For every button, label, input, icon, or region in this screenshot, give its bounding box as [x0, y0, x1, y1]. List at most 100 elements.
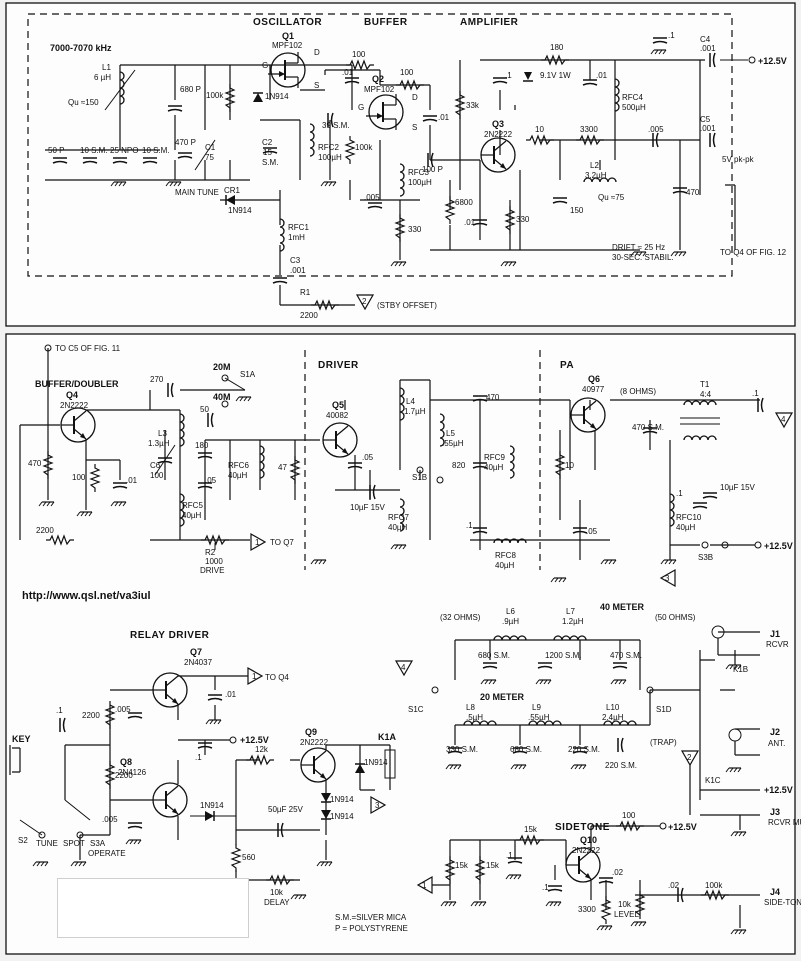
blank-overlay-box — [57, 878, 249, 938]
r330-a: 330 — [408, 225, 422, 234]
r47: 47 — [278, 463, 287, 472]
cap-05-b: .05 — [362, 453, 374, 462]
l3-name: L3 — [158, 429, 167, 438]
rfc2-name: RFC2 — [318, 143, 339, 152]
trap-label: (TRAP) — [650, 738, 677, 747]
q10-type: 2N2222 — [572, 846, 601, 855]
q8-name: Q8 — [120, 757, 132, 767]
tune-label: TUNE — [36, 839, 58, 848]
q4-name: Q4 — [66, 390, 78, 400]
r100-d: 100 — [622, 811, 636, 820]
amplifier-title: AMPLIFIER — [460, 17, 519, 28]
q2-d: D — [412, 93, 418, 102]
tag-1: 1 — [255, 538, 260, 547]
rfc8-value: 40µH — [495, 561, 515, 570]
rfc10-value: 40µH — [676, 523, 696, 532]
q2-s: S — [412, 123, 417, 132]
v12-e: +12.5V — [668, 822, 697, 832]
r180: 180 — [550, 43, 564, 52]
q1-d: D — [314, 48, 320, 57]
j1-label: RCVR — [766, 640, 789, 649]
tag-2: 2 — [362, 297, 367, 306]
cap-25npo: 25 NPO — [110, 146, 138, 155]
cap-680sm-b: 680 S.M. — [510, 745, 542, 754]
r100-a: 100 — [352, 50, 366, 59]
buffer-title: BUFFER — [364, 17, 408, 28]
cap-470-b: 470 — [686, 188, 700, 197]
to-c5-fig11: TO C5 OF FIG. 11 — [55, 344, 121, 353]
c5-value: .001 — [700, 124, 716, 133]
v12-c: +12.5V — [764, 785, 793, 795]
cap-50p: 50 P — [48, 146, 64, 155]
rfc10-name: RFC10 — [676, 513, 702, 522]
drive-label: DRIVE — [200, 566, 224, 575]
r2-name: R2 — [205, 548, 216, 557]
j3-label-a: RCVR MUTE — [768, 818, 801, 827]
s1c-label: S1C — [408, 705, 424, 714]
to-q4-fig12: TO Q4 OF FIG. 12 — [720, 248, 787, 257]
spot-label: SPOT — [63, 839, 85, 848]
l6-name: L6 — [506, 607, 515, 616]
cap-02-a: .02 — [612, 868, 624, 877]
q5-type: 40082 — [326, 411, 349, 420]
c3-name: C3 — [290, 256, 301, 265]
cap-005-b: .005 — [648, 125, 664, 134]
q7-name: Q7 — [190, 647, 202, 657]
cap-1-f: .1 — [195, 753, 202, 762]
meter-20: 20 METER — [480, 692, 525, 702]
cap-01-a: .01 — [342, 68, 354, 77]
q3-name: Q3 — [492, 119, 504, 129]
delay-label: DELAY — [264, 898, 290, 907]
oscillator-title: OSCILLATOR — [253, 17, 322, 28]
fig11-shield-box — [27, 13, 733, 277]
c3-value: .001 — [290, 266, 306, 275]
tag-4b: 4 — [401, 663, 406, 672]
level-label: LEVEL — [614, 910, 639, 919]
cap-470sm-b: 470 S.M. — [610, 651, 642, 660]
rfc9-value: 40µH — [484, 463, 504, 472]
rfc2-value: 100µH — [318, 153, 342, 162]
r330-b: 330 — [516, 215, 530, 224]
s3a-label: S3A — [90, 839, 106, 848]
j2-label: ANT. — [768, 739, 785, 748]
rfc4-value: 500µH — [622, 103, 646, 112]
frequency-range: 7000-7070 kHz — [50, 43, 112, 53]
rfc4-name: RFC4 — [622, 93, 643, 102]
l10-name: L10 — [606, 703, 620, 712]
stabil: 30-SEC. STABIL. — [612, 253, 674, 262]
cap-1-a: .1 — [505, 71, 512, 80]
source-url: http://www.qsl.net/va3iul — [22, 590, 151, 602]
band-20m: 20M — [213, 362, 231, 372]
cap-01-e: .01 — [126, 476, 138, 485]
r2-value: 1000 — [205, 557, 223, 566]
rfc9-name: RFC9 — [484, 453, 505, 462]
rfc7-name: RFC7 — [388, 513, 409, 522]
cap-820: 820 — [452, 461, 466, 470]
r100-c: 100 — [72, 473, 86, 482]
q1-type: MPF102 — [272, 41, 303, 50]
rfc3-name: RFC3 — [408, 168, 429, 177]
k1a-label: K1A — [378, 732, 397, 742]
l4-value: 1.7µH — [404, 407, 426, 416]
ohms-32: (32 OHMS) — [440, 613, 481, 622]
to-q7: TO Q7 — [270, 538, 294, 547]
tag-1b: 1 — [252, 672, 257, 681]
r1-value: 2200 — [300, 311, 318, 320]
r12k: 12k — [255, 745, 269, 754]
j2-name: J2 — [770, 727, 780, 737]
cap-1-c: .1 — [752, 389, 759, 398]
r6800: 6800 — [455, 198, 473, 207]
cap-005-c: .005 — [115, 705, 131, 714]
cap-220sm: 220 S.M. — [568, 745, 600, 754]
c4-name: C4 — [700, 35, 711, 44]
rfc1-name: RFC1 — [288, 223, 309, 232]
cap-1-h: .1 — [542, 883, 549, 892]
k1c-label: K1C — [705, 776, 721, 785]
cap-270: 270 — [150, 375, 164, 384]
v12-b: +12.5V — [764, 541, 793, 551]
j4-label: SIDE-TONE TO RCVR — [764, 898, 801, 907]
pa-title: PA — [560, 360, 574, 371]
l6-value: .9µH — [502, 617, 519, 626]
r560: 560 — [242, 853, 256, 862]
